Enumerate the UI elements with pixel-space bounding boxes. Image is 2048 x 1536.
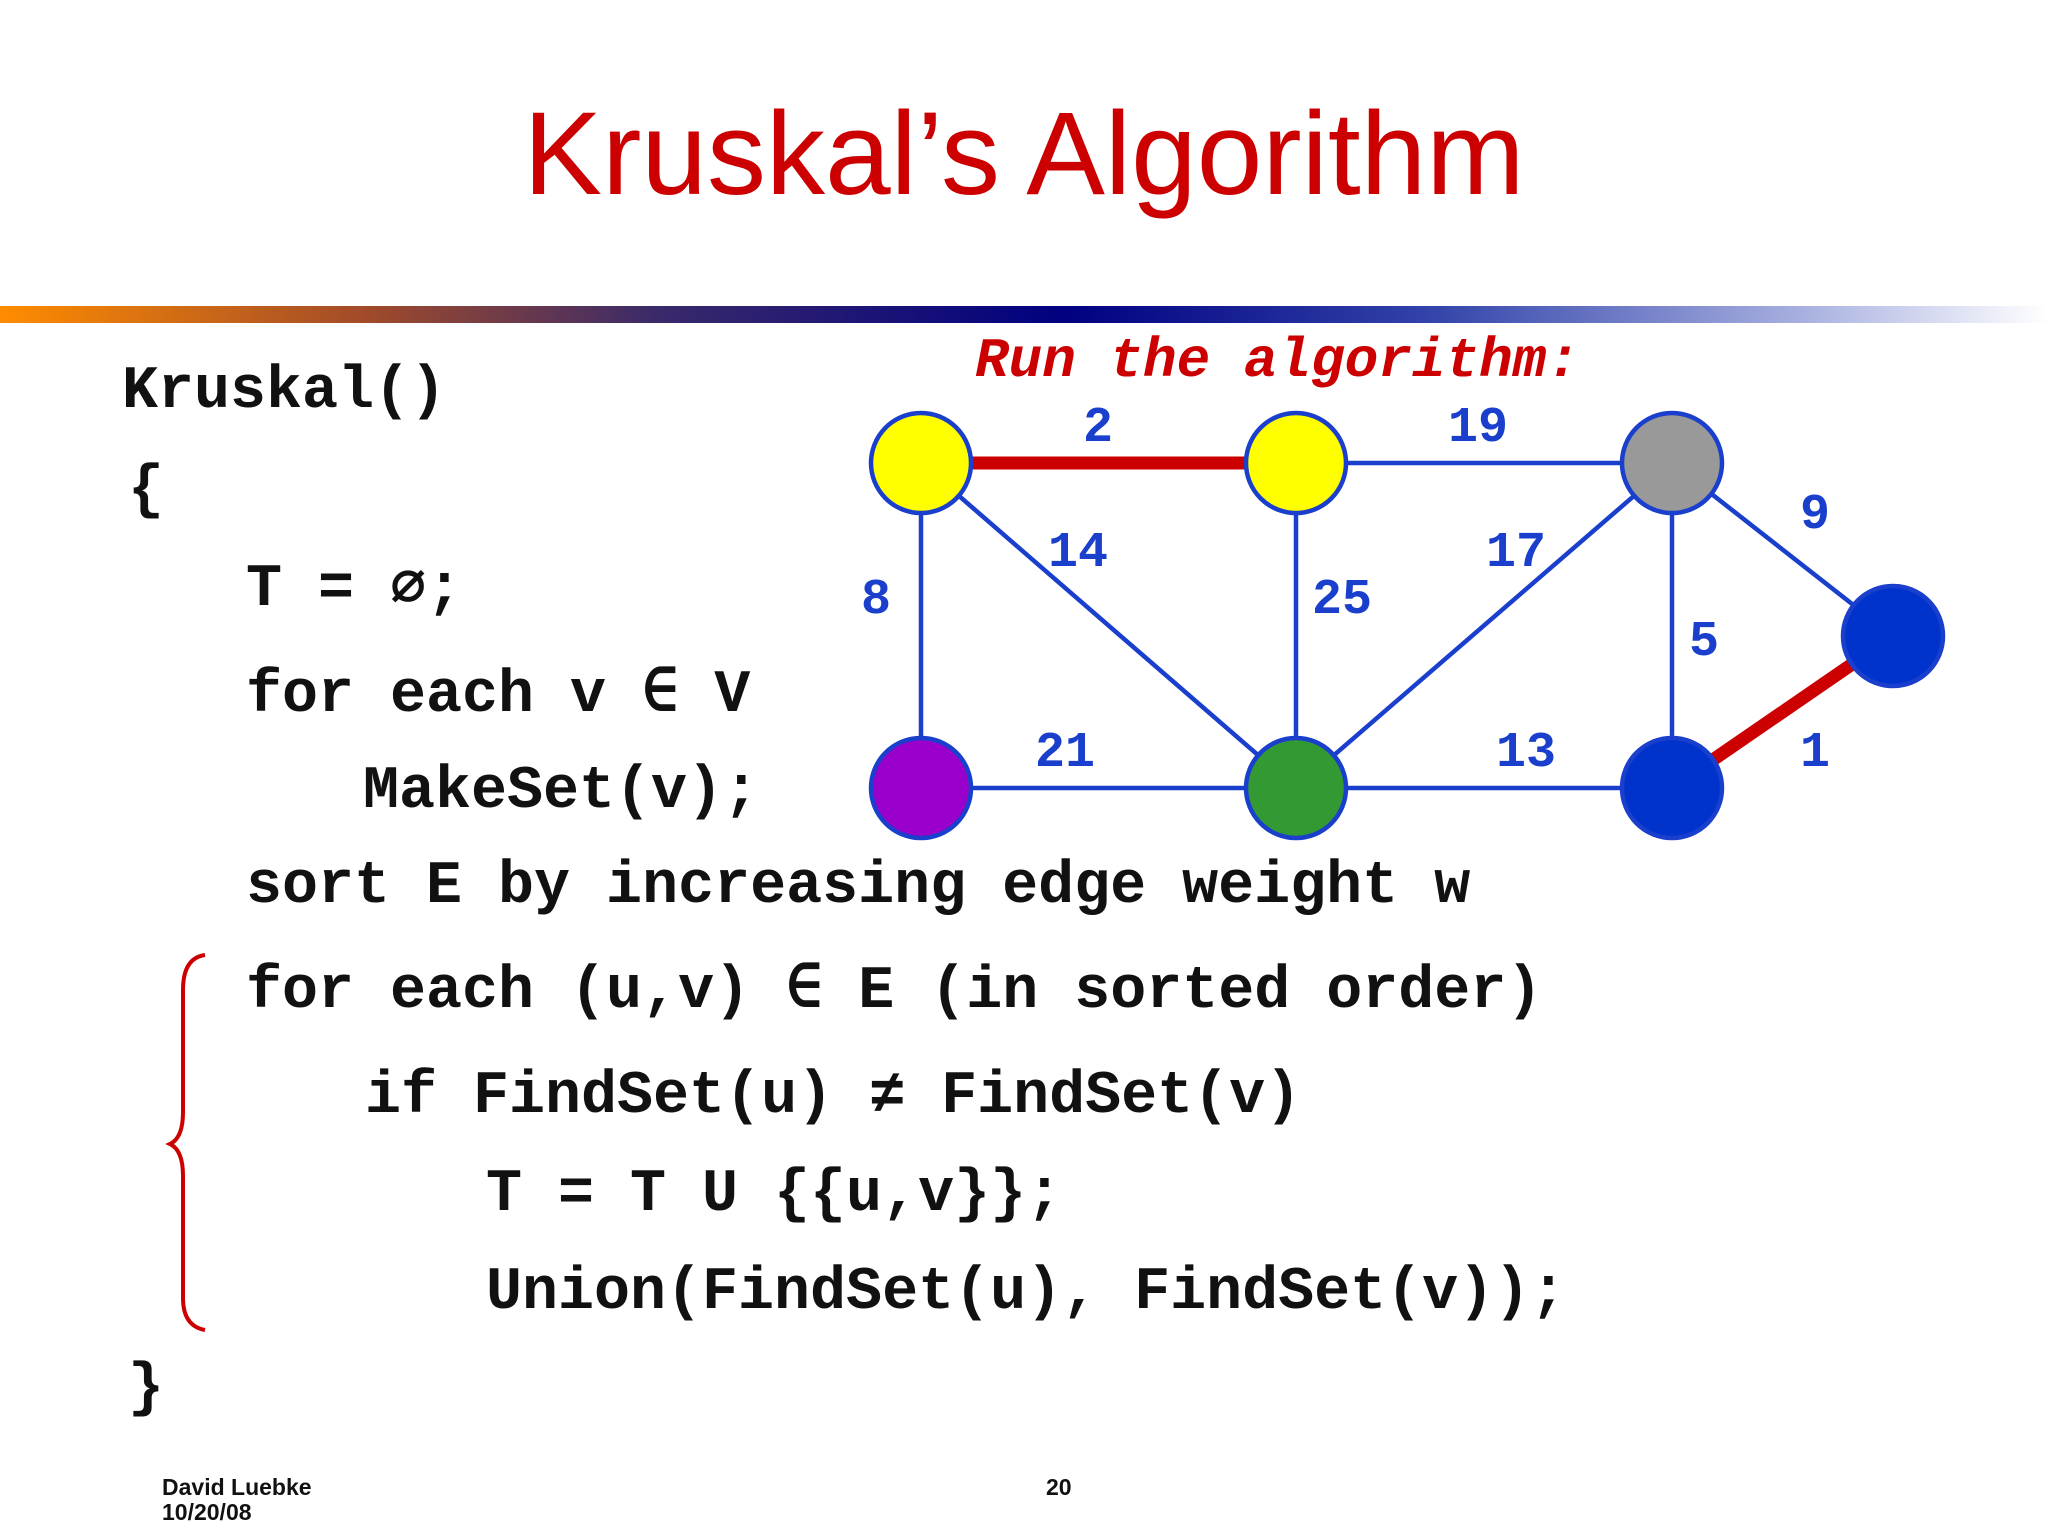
edge-weight-label: 21 xyxy=(1035,725,1095,782)
edge-weight-label: 8 xyxy=(861,572,891,629)
edge-weight-label: 17 xyxy=(1486,525,1546,582)
code-line-union: Union(FindSet(u), FindSet(v)); xyxy=(486,1259,1567,1327)
edge-c-f xyxy=(1294,461,1674,790)
edge-weight-label: 9 xyxy=(1800,487,1830,544)
graph-node-b xyxy=(1243,410,1349,516)
footer-author: David Luebke 10/20/08 xyxy=(162,1474,312,1526)
edge-weight-label: 19 xyxy=(1448,400,1508,457)
graph-node-a xyxy=(868,410,974,516)
edge-weight-label: 13 xyxy=(1496,725,1556,782)
footer-author-name: David Luebke xyxy=(162,1474,312,1500)
edge-weight-label: 25 xyxy=(1312,572,1372,629)
code-line-for-edges: for each (u,v) ∈ E (in sorted order) xyxy=(246,958,1543,1026)
brace-path xyxy=(165,953,206,1332)
code-line-signature: Kruskal() xyxy=(122,358,447,426)
edge-weight-label: 14 xyxy=(1048,525,1108,582)
graph-node-d xyxy=(1840,583,1946,689)
edge-weight-label: 1 xyxy=(1800,725,1830,782)
graph-node-e xyxy=(868,735,974,841)
edge-a-f xyxy=(919,461,1298,790)
graph-node-f xyxy=(1243,735,1349,841)
edge-weight-label: 2 xyxy=(1083,400,1113,457)
code-line-makeset: MakeSet(v); xyxy=(363,758,760,826)
slide-title: Kruskal’s Algorithm xyxy=(523,88,1525,220)
graph-node-g xyxy=(1619,735,1725,841)
code-line-sort-edges: sort E by increasing edge weight w xyxy=(246,853,1471,921)
code-line-add-edge: T = T U {{u,v}}; xyxy=(486,1161,1063,1229)
title-divider xyxy=(0,306,2048,323)
footer-date: 10/20/08 xyxy=(162,1499,252,1526)
edge-weight-label: 5 xyxy=(1689,614,1719,671)
run-algorithm-label: Run the algorithm: xyxy=(975,329,1580,393)
code-line-close-brace: } xyxy=(128,1355,165,1423)
code-line-for-vertices: for each v ∈ V xyxy=(246,662,751,730)
code-line-init-tree: T = ∅; xyxy=(246,556,463,624)
footer-page-number: 20 xyxy=(1046,1474,1072,1500)
code-line-open-brace: { xyxy=(128,457,165,525)
code-line-if-findset: if FindSet(u) ≠ FindSet(v) xyxy=(365,1063,1302,1131)
graph-node-c xyxy=(1619,410,1725,516)
